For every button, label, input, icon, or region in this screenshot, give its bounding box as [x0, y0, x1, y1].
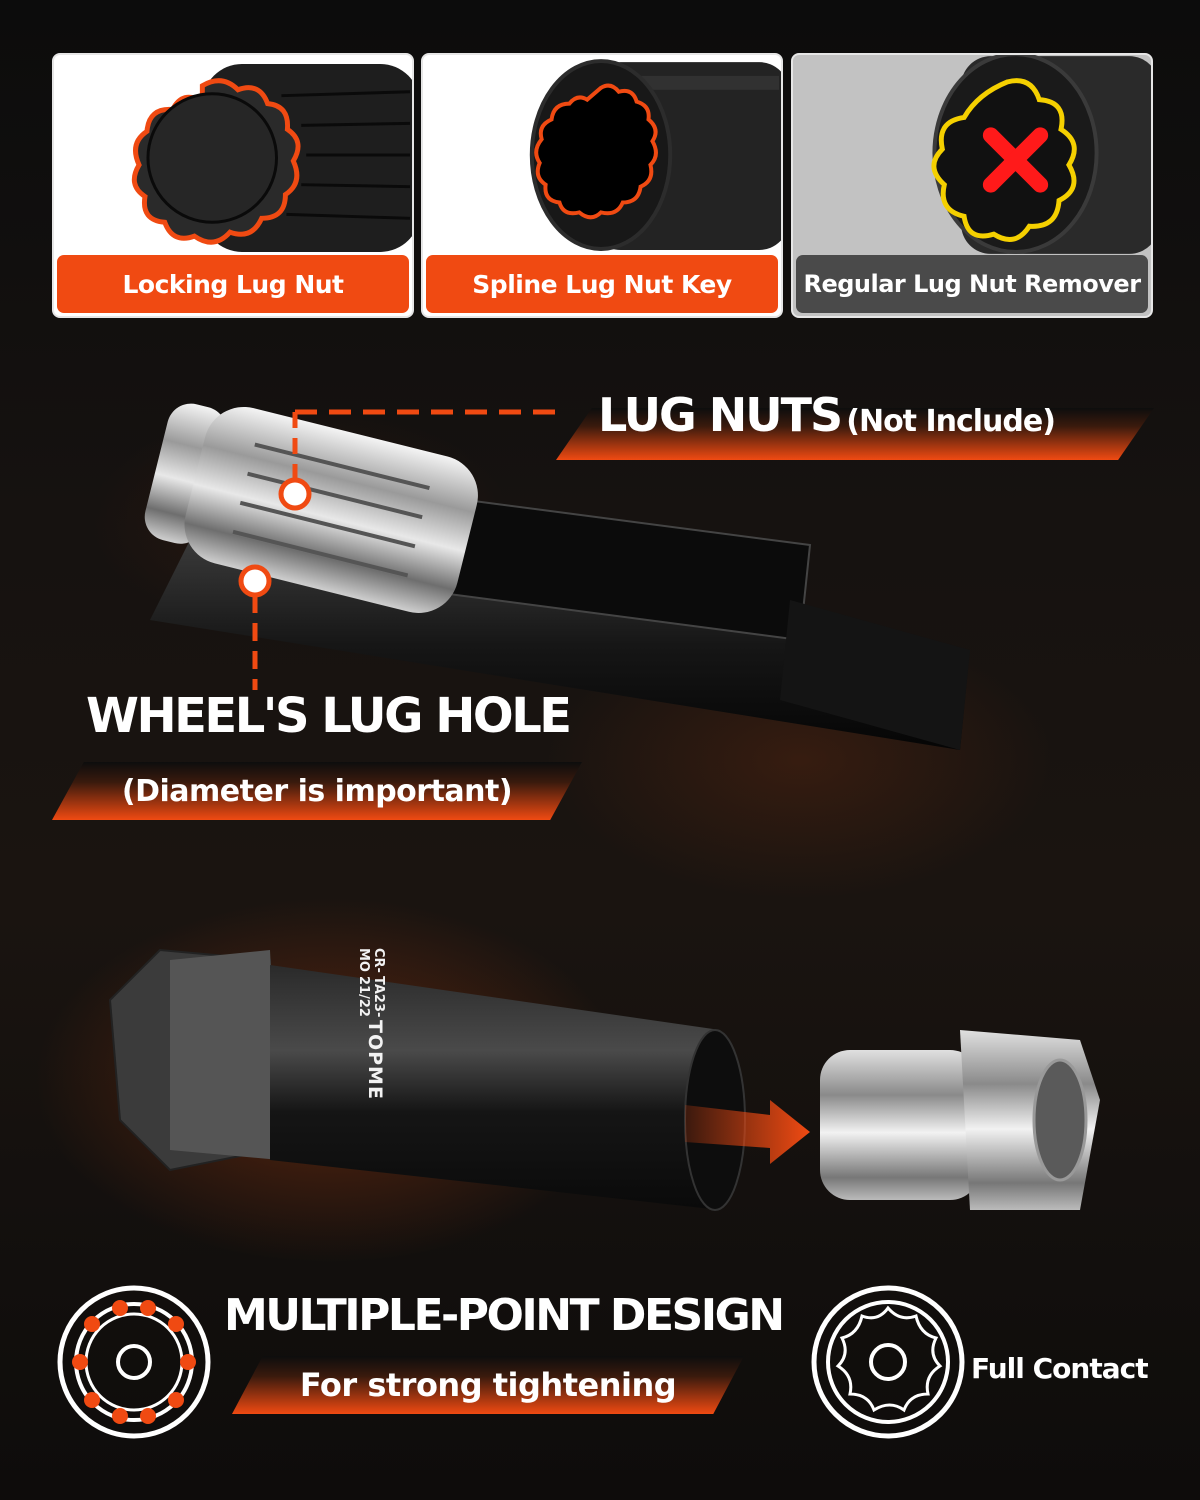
comparison-card-regular-remover: Regular Lug Nut Remover [791, 53, 1153, 318]
card-label: Locking Lug Nut [57, 255, 409, 313]
multiple-point-title: MULTIPLE-POINT DESIGN [224, 1290, 785, 1341]
socket-and-lug-nut-illustration [108, 948, 1100, 1211]
locking-lug-nut-icon [131, 64, 412, 252]
tightening-banner [232, 1356, 744, 1414]
lug-nuts-callout: LUG NUTS (Not Include) [598, 388, 1056, 442]
multi-point-socket-icon [57, 1285, 211, 1439]
comparison-card-spline-key: Spline Lug Nut Key [421, 53, 783, 318]
card-label: Spline Lug Nut Key [426, 255, 778, 313]
multiple-point-subtitle: For strong tightening [299, 1366, 677, 1404]
lug-nuts-note: (Not Include) [846, 404, 1056, 439]
comparison-card-locking-lug-nut: Locking Lug Nut [52, 53, 414, 318]
socket-engraving: TOPME TA23-21/22 CR-MO [296, 948, 386, 1100]
material-engraving: CR-MO [356, 947, 386, 973]
diameter-banner [52, 762, 582, 820]
diameter-note: (Diameter is important) [121, 773, 513, 809]
lug-nuts-banner [556, 408, 1154, 460]
spline-key-with-lug-nut-illustration [144, 403, 970, 750]
full-contact-socket-icon [811, 1285, 965, 1439]
red-x-icon [982, 127, 1049, 193]
brand-engraving: TOPME [364, 1020, 386, 1100]
card-label: Regular Lug Nut Remover [796, 255, 1148, 313]
model-engraving: TA23-21/22 [356, 975, 386, 1018]
lug-nuts-title: LUG NUTS [598, 388, 843, 442]
lug-hole-callout-marker [238, 564, 272, 690]
lug-nuts-callout-marker [278, 409, 560, 511]
wheel-lug-hole-title: WHEEL'S LUG HOLE [86, 688, 572, 744]
spline-key-socket-icon [529, 59, 781, 251]
full-contact-label: Full Contact [971, 1352, 1149, 1385]
regular-remover-icon [931, 55, 1151, 254]
